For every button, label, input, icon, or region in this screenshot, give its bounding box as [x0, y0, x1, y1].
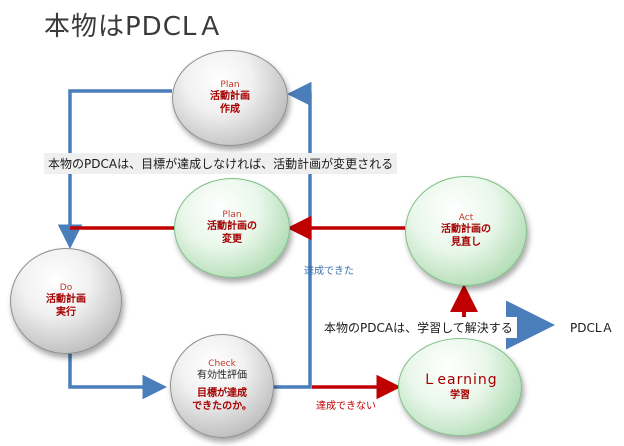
node-plan-change: Plan 活動計画の 変更 — [174, 178, 290, 278]
node-check-label: Check — [208, 358, 236, 369]
arrow-check-to-plan — [270, 81, 312, 389]
node-act-line2: 見直し — [451, 236, 481, 248]
node-learning-label: Ｌearning — [422, 372, 498, 388]
node-plan-create: Plan 活動計画 作成 — [172, 50, 288, 146]
node-do-line1: 活動計画 — [46, 294, 86, 306]
node-check-line3: できたのか。 — [192, 400, 252, 412]
node-plan-create-line2: 作成 — [220, 103, 240, 115]
node-check: Check 有効性評価 目標が達成 できたのか。 — [170, 334, 274, 438]
note-plan-change: 本物のPDCAは、目標が達成しなければ、活動計画が変更される — [44, 153, 398, 174]
node-do: Do 活動計画 実行 — [10, 248, 122, 354]
edge-label-achieved: 達成できた — [304, 266, 354, 277]
arrow-do-to-check — [68, 340, 167, 400]
arrow-plan-to-do — [57, 89, 172, 249]
node-do-label: Do — [59, 282, 73, 293]
note-pdcla: PDCLＡ — [566, 317, 618, 338]
node-plan-change-label: Plan — [222, 209, 242, 220]
node-plan-create-line1: 活動計画 — [210, 91, 250, 103]
page-title: 本物はPDCLＡ — [44, 12, 225, 42]
node-plan-create-label: Plan — [220, 79, 240, 90]
node-plan-change-line2: 変更 — [222, 233, 242, 245]
node-act-label: Act — [458, 212, 474, 223]
node-plan-change-line1: 活動計画の — [207, 221, 257, 233]
node-check-line1: 有効性評価 — [197, 369, 247, 381]
node-learning: Ｌearning 学習 — [398, 338, 522, 436]
note-learning: 本物のPDCAは、学習して解決する — [320, 317, 517, 338]
node-do-line2: 実行 — [56, 306, 76, 318]
node-act: Act 活動計画の 見直し — [405, 176, 527, 286]
node-check-line2: 目標が達成 — [197, 388, 247, 400]
node-learning-line1: 学習 — [450, 389, 470, 401]
edge-label-not-achieved: 達成できない — [316, 401, 376, 412]
node-act-line1: 活動計画の — [441, 224, 491, 236]
